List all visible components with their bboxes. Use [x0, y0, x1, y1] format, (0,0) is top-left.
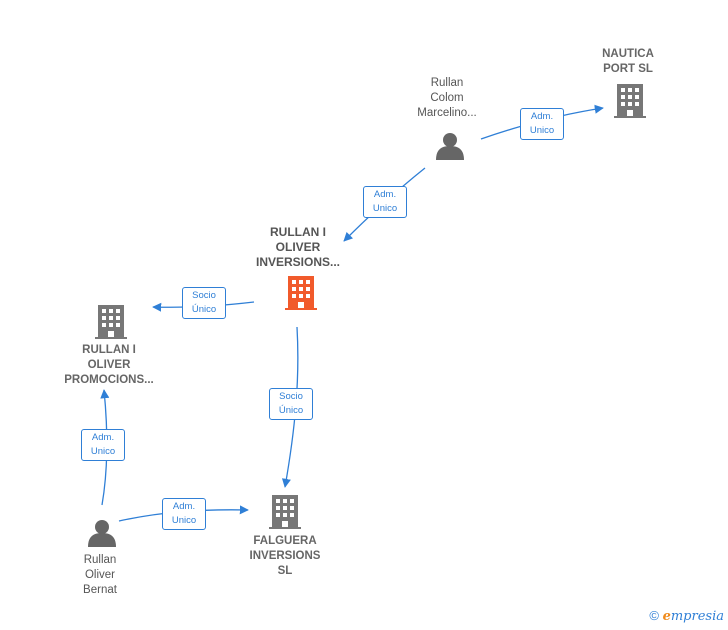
node-rullan-inversions-label[interactable]: RULLAN I OLIVER INVERSIONS...	[255, 225, 341, 269]
node-rullan-promocions-label[interactable]: RULLAN I OLIVER PROMOCIONS...	[64, 344, 154, 386]
empresia-logo[interactable]: © empresia	[649, 608, 724, 624]
brand-initial: e	[662, 609, 671, 624]
copyright-icon: ©	[649, 608, 659, 623]
node-falguera-label[interactable]: FALGUERA INVERSIONS SL	[249, 535, 321, 577]
rullan-inversions-building-icon	[285, 276, 317, 310]
falguera-building-icon	[269, 495, 301, 529]
rullan-colom-person-icon	[436, 133, 464, 160]
brand-name: mpresia	[670, 609, 724, 624]
nautica-building-icon	[614, 84, 646, 118]
rullan-promocions-building-icon	[95, 305, 127, 339]
node-rullan-colom-label[interactable]: Rullan Colom Marcelino...	[417, 77, 477, 119]
edge-label-oliver-promocions: Adm. Unico	[81, 429, 125, 461]
edge-label-oliver-falguera: Adm. Unico	[162, 498, 206, 530]
node-rullan-oliver-label[interactable]: Rullan Oliver Bernat	[83, 554, 117, 596]
edge-label-inversions-promocions: Socio Único	[182, 287, 226, 319]
edge-label-colom-inversions: Adm. Unico	[363, 186, 407, 218]
node-nautica-label[interactable]: NAUTICA PORT SL	[602, 48, 654, 75]
edge-label-colom-nautica: Adm. Unico	[520, 108, 564, 140]
rullan-oliver-person-icon	[88, 520, 116, 547]
edge-label-inversions-falguera: Socio Único	[269, 388, 313, 420]
